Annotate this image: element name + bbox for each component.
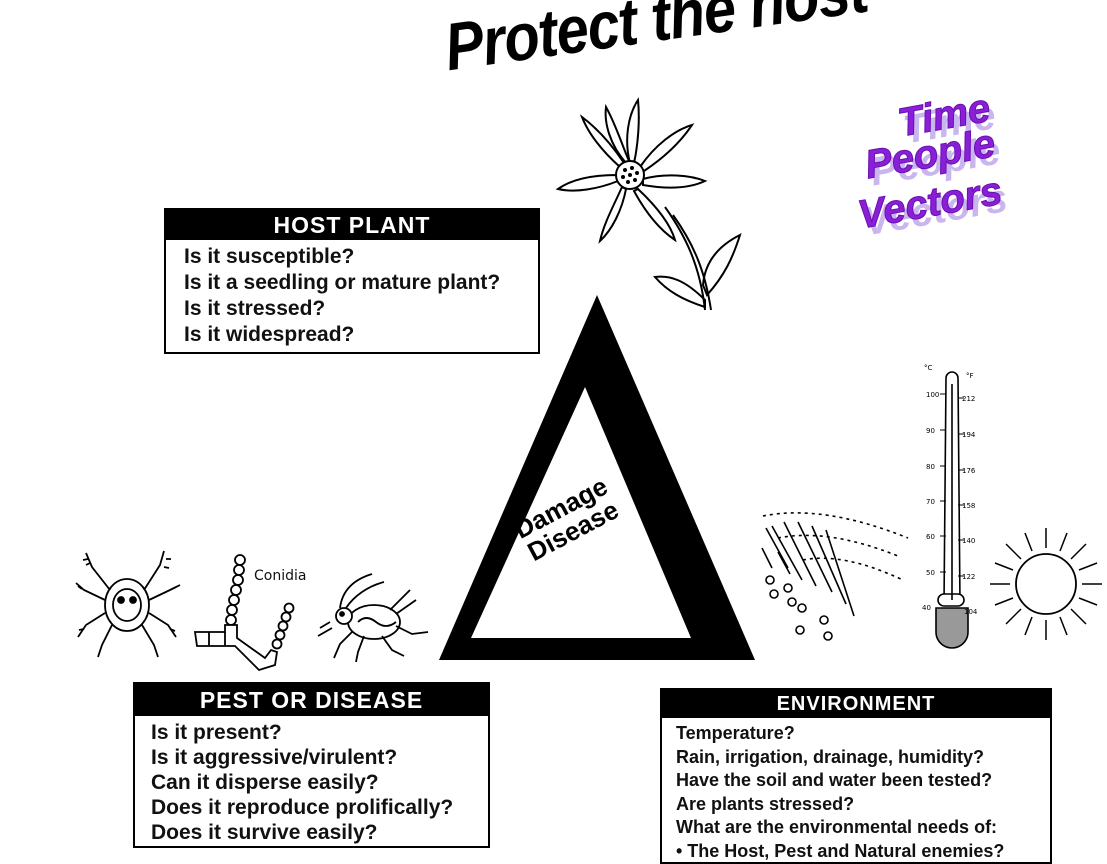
host-plant-heading: HOST PLANT [166,210,538,240]
svg-text:40: 40 [922,604,931,612]
sun-icon [990,528,1102,640]
list-item: Is it stressed? [184,297,326,320]
rain-icon [761,512,909,641]
list-item: Is it a seedling or mature plant? [184,271,501,294]
svg-text:122: 122 [962,573,975,581]
host-plant-list: Is it susceptible? Is it a seedling or m… [166,240,538,348]
list-item: Can it disperse easily? [151,771,379,794]
list-item: Is it aggressive/virulent? [151,746,398,769]
environment-box: ENVIRONMENT Temperature? Rain, irrigatio… [660,688,1052,864]
list-item: Temperature? [676,723,795,743]
svg-text:104: 104 [964,608,978,616]
svg-text:°C: °C [924,364,933,372]
list-item: • The Host, Pest and Natural enemies? [676,840,1005,861]
list-item: Are plants stressed? [676,793,855,814]
svg-text:140: 140 [962,537,975,545]
svg-text:60: 60 [926,533,935,541]
pest-disease-box: PEST OR DISEASE Is it present? Is it agg… [133,682,490,848]
mite-icon [75,550,181,658]
list-item: Is it widespread? [184,323,355,346]
list-item: Is it susceptible? [184,245,355,268]
list-item: Rain, irrigation, drainage, humidity? [676,746,985,767]
svg-text:50: 50 [926,569,935,577]
list-item: Have the soil and water been tested? [676,770,993,790]
svg-text:90: 90 [926,427,935,435]
svg-text:194: 194 [962,431,976,439]
fungus-icon [193,554,295,672]
environment-heading: ENVIRONMENT [662,690,1050,718]
svg-text:80: 80 [926,463,935,471]
pest-disease-list: Is it present? Is it aggressive/virulent… [135,716,488,845]
list-item: Does it survive easily? [151,821,378,844]
svg-text:70: 70 [926,498,935,506]
svg-text:212: 212 [962,395,975,403]
svg-text:100: 100 [926,391,939,399]
pest-disease-heading: PEST OR DISEASE [135,684,488,716]
disease-triangle [439,295,755,660]
list-item: Is it present? [151,721,282,744]
list-item: What are the environmental needs of: [676,817,998,837]
svg-text:158: 158 [962,502,975,510]
environment-list: Temperature? Rain, irrigation, drainage,… [662,718,1050,863]
flower-icon [555,97,742,311]
list-item: Does it reproduce prolifically? [151,796,454,819]
svg-text:176: 176 [962,467,976,475]
thermometer-icon: °C °F 100 212 90 194 80 176 70 158 60 140 50 1… [922,364,978,649]
title: Protect the host [440,0,872,86]
svg-text:°F: °F [966,372,974,380]
conidia-label: Conidia [254,568,307,584]
aphid-icon [317,573,429,663]
host-plant-box: HOST PLANT Is it susceptible? Is it a se… [164,208,540,354]
